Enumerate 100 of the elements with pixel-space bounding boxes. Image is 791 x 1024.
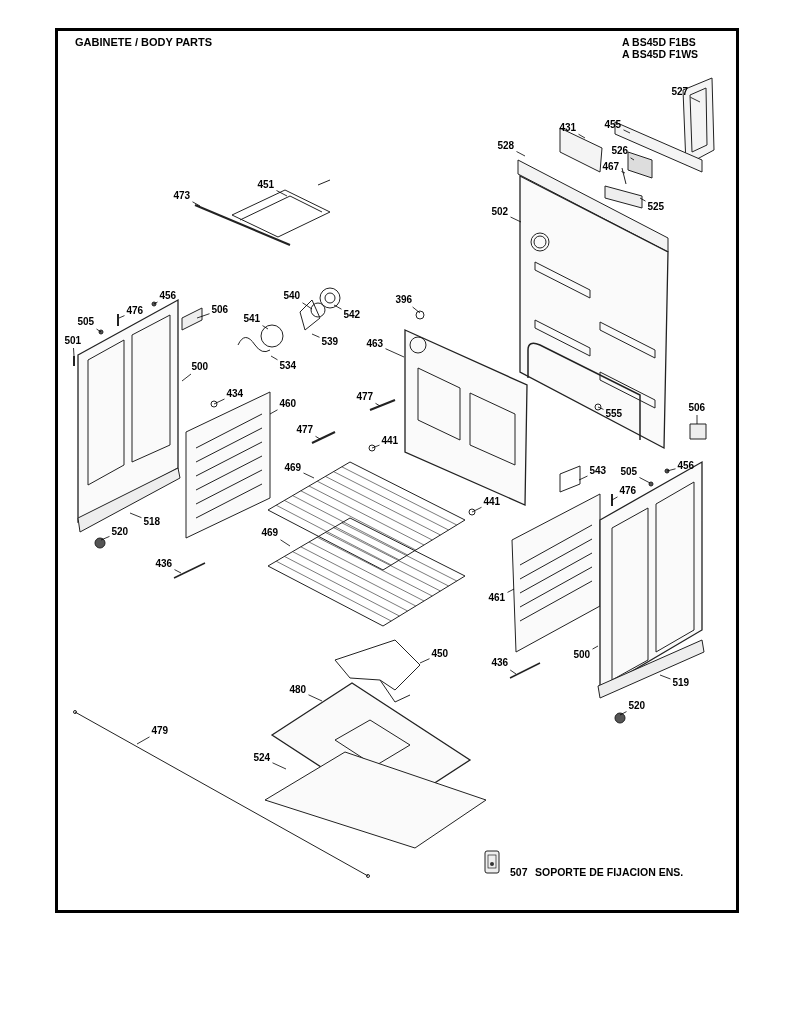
callout-number: 505 <box>619 466 639 478</box>
callout-number: 534 <box>278 360 298 372</box>
leader-line <box>333 304 342 310</box>
callout-number: 463 <box>365 338 385 350</box>
callout-number: 451 <box>256 179 276 191</box>
leader-line <box>280 539 291 547</box>
callout-number: 467 <box>601 161 621 173</box>
leader-line <box>623 129 631 134</box>
leader-line <box>597 406 604 410</box>
callout-number: 441 <box>380 435 400 447</box>
callout-number: 506 <box>210 304 230 316</box>
callout-number: 479 <box>150 725 170 737</box>
callout-number: 441 <box>482 496 502 508</box>
callout-number: 436 <box>490 657 510 669</box>
callout-number: 456 <box>676 460 696 472</box>
callout-number: 506 <box>687 402 707 414</box>
callout-number: 434 <box>225 388 245 400</box>
callout-number: 480 <box>288 684 308 696</box>
model-number: A BS45D F1BS <box>622 36 696 48</box>
model-number: A BS45D F1WS <box>622 48 699 60</box>
leader-line <box>73 347 75 357</box>
leader-line <box>375 402 381 407</box>
leader-line <box>276 190 288 197</box>
leader-line <box>192 201 201 207</box>
leader-line <box>118 315 125 319</box>
callout-number: 527 <box>670 86 690 98</box>
leader-line <box>100 536 110 541</box>
callout-number: 469 <box>260 527 280 539</box>
leader-line <box>507 588 515 593</box>
leader-line <box>516 151 526 157</box>
leader-line <box>303 472 315 479</box>
leader-line <box>196 313 210 319</box>
leader-line <box>213 398 225 405</box>
leader-line <box>690 96 701 103</box>
callout-number: 505 <box>76 316 96 328</box>
leader-line <box>385 348 405 358</box>
callout-number: 518 <box>142 516 162 528</box>
leader-line <box>471 506 482 513</box>
callout-number: 456 <box>158 290 178 302</box>
leader-line <box>153 301 158 305</box>
callout-number: 519 <box>671 677 691 689</box>
leader-line <box>181 373 192 382</box>
diagram-title: GABINETE / BODY PARTS <box>75 36 213 48</box>
callout-number: 542 <box>342 309 362 321</box>
leader-line <box>578 475 588 481</box>
leader-line <box>371 444 380 449</box>
leader-line <box>311 333 320 338</box>
leader-line <box>659 674 671 680</box>
callout-number: 477 <box>355 391 375 403</box>
leader-line <box>174 569 182 574</box>
leader-line <box>619 711 627 716</box>
leader-line <box>510 216 522 223</box>
callout-number: 501 <box>63 335 83 347</box>
callout-number: 541 <box>242 313 262 325</box>
leader-line <box>578 133 586 139</box>
callout-number: 520 <box>627 700 647 712</box>
callout-number: 477 <box>295 424 315 436</box>
callout-number: 524 <box>252 752 272 764</box>
leader-line <box>592 645 599 650</box>
leader-line <box>302 302 313 310</box>
leader-line <box>509 669 517 675</box>
callout-number: 476 <box>125 305 145 317</box>
leader-line <box>639 197 646 202</box>
callout-number: 520 <box>110 526 130 538</box>
leader-line <box>630 157 635 161</box>
callout-number: 460 <box>278 398 298 410</box>
callout-number: 500 <box>572 649 592 661</box>
leader-line <box>639 477 651 484</box>
callout-number: 436 <box>154 558 174 570</box>
callout-number: 525 <box>646 201 666 213</box>
callout-number: 476 <box>618 485 638 497</box>
leader-line <box>621 171 626 174</box>
callout-number: 543 <box>588 465 608 477</box>
part-description: SOPORTE DE FIJACION ENS. <box>535 866 684 878</box>
leader-line <box>696 414 698 425</box>
callout-number: 461 <box>487 592 507 604</box>
leader-line <box>308 694 323 702</box>
callout-number: 473 <box>172 190 192 202</box>
callout-number: 396 <box>394 294 414 306</box>
callout-number: 539 <box>320 336 340 348</box>
leader-line <box>412 306 421 314</box>
leader-line <box>136 736 150 745</box>
callout-number: 526 <box>610 145 630 157</box>
leader-line <box>269 409 278 415</box>
callout-number: 431 <box>558 122 578 134</box>
leader-line <box>129 512 142 519</box>
callout-number: 540 <box>282 290 302 302</box>
leader-line <box>272 762 287 770</box>
leader-line <box>611 496 618 501</box>
leader-line <box>96 328 102 333</box>
callout-number: 502 <box>490 206 510 218</box>
callout-number: 450 <box>430 648 450 660</box>
part-number: 507 <box>510 866 528 878</box>
callout-number: 469 <box>283 462 303 474</box>
callout-number: 455 <box>603 119 623 131</box>
callout-number: 555 <box>604 408 624 420</box>
callout-number: 528 <box>496 140 516 152</box>
leader-line <box>419 658 430 664</box>
leader-line <box>262 325 269 330</box>
callout-number: 500 <box>190 361 210 373</box>
